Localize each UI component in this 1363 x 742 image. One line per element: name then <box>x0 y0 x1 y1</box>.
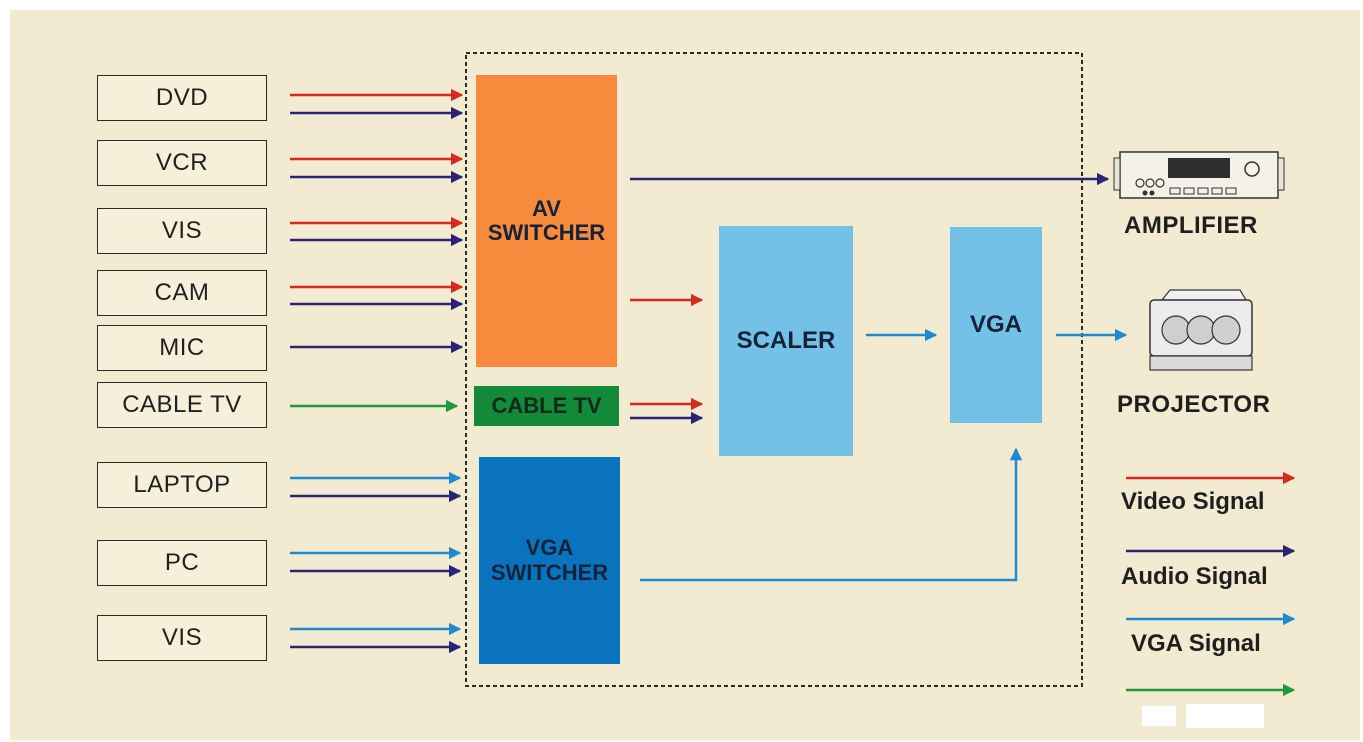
source-dvd: DVD <box>97 75 267 121</box>
source-vcr: VCR <box>97 140 267 186</box>
system-enclosure <box>465 52 1083 687</box>
cable-tv-block: CABLE TV <box>474 386 619 426</box>
source-laptop: LAPTOP <box>97 462 267 508</box>
source-vis-vga: VIS <box>97 615 267 661</box>
vga-block: VGA <box>950 227 1042 423</box>
source-cam: CAM <box>97 270 267 316</box>
source-vis-av: VIS <box>97 208 267 254</box>
legend-vga-label: VGA Signal <box>1131 630 1261 657</box>
vga-switcher-block: VGA SWITCHER <box>479 457 620 664</box>
legend-blank-patch-1 <box>1142 706 1176 726</box>
projector-icon <box>1149 289 1253 371</box>
av-switcher-block: AV SWITCHER <box>476 75 617 367</box>
amplifier-icon <box>1113 151 1285 199</box>
amplifier-label: AMPLIFIER <box>1124 212 1258 239</box>
source-mic: MIC <box>97 325 267 371</box>
source-pc: PC <box>97 540 267 586</box>
source-cable-tv: CABLE TV <box>97 382 267 428</box>
scaler-block: SCALER <box>719 226 853 456</box>
projector-label: PROJECTOR <box>1117 391 1271 418</box>
vga-switcher-to-vga-arrow <box>640 447 1023 582</box>
legend-audio-label: Audio Signal <box>1121 563 1268 590</box>
legend-video-label: Video Signal <box>1121 488 1265 515</box>
legend-blank-patch-2 <box>1186 704 1264 728</box>
